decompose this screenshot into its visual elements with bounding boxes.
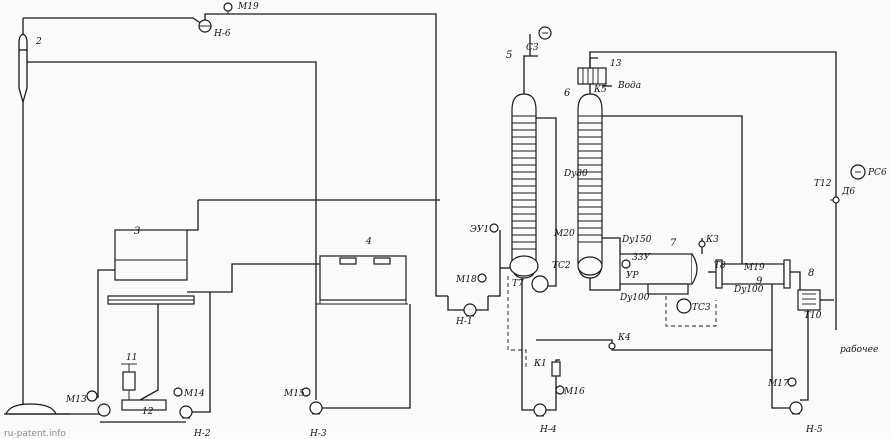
gauge-m18: [477, 273, 487, 283]
label-pump-n4: Н-4: [539, 425, 557, 435]
tank-4: [316, 255, 408, 305]
label-m20: М20: [553, 229, 575, 239]
label-m19: М19: [743, 263, 765, 273]
gauge-tc3: [676, 298, 692, 314]
label-pump-n5: Н-5: [805, 425, 823, 435]
label-k1: К1: [533, 359, 547, 369]
label-k4: К4: [617, 333, 631, 343]
pump-n3: [309, 401, 323, 415]
label-t8: Т8: [714, 261, 726, 271]
label-m14: М14: [183, 389, 205, 399]
label-pump-n1: Н-1: [455, 317, 473, 327]
label-zu1: ЭУ1: [470, 225, 489, 235]
label-c3: С3: [526, 43, 539, 53]
unit-12: [100, 399, 186, 423]
vessel-bottom-left: [4, 403, 70, 415]
label-dy150: Dy150: [621, 235, 652, 245]
label-eq-6: 6: [564, 88, 571, 99]
label-d6: Д6: [841, 187, 855, 197]
tank-3: [107, 229, 195, 305]
label-tc3: ТС3: [692, 303, 711, 313]
label-eq-12: 12: [142, 407, 154, 417]
label-pump-n3: Н-3: [309, 429, 327, 439]
label-k5: К5: [593, 85, 607, 95]
label-eq-8: 8: [808, 268, 814, 279]
label-pump-n2: Н-2: [193, 429, 211, 439]
label-eq-2: 2: [35, 37, 42, 47]
label-m19-top: М19: [237, 2, 259, 12]
label-v33: 33У: [632, 253, 651, 263]
gauge-m16: [555, 385, 565, 395]
pump-n2: [179, 405, 193, 419]
label-dy100b: Dy100: [733, 285, 764, 295]
gauge-c3: [538, 26, 552, 40]
gauge-m17: [787, 377, 797, 387]
label-eq-4: 4: [365, 237, 372, 247]
label-eq-5: 5: [506, 50, 512, 61]
condenser-13: [577, 67, 607, 85]
label-voda: Вода: [617, 81, 641, 91]
vessel-9: [715, 259, 791, 289]
gauge-m19-top: [223, 2, 233, 14]
label-m17: М17: [767, 379, 789, 389]
label-rab: рабочее: [840, 344, 878, 355]
gauge-m15: [301, 387, 311, 397]
label-pc6: РС6: [867, 168, 887, 178]
label-m15: М15: [283, 389, 305, 399]
pump-n6: [198, 19, 212, 33]
label-dy80: Dy80: [563, 169, 588, 179]
label-eq-11: 11: [126, 353, 137, 363]
gauge-t7: [531, 275, 549, 293]
label-dy100a: Dy100: [619, 293, 650, 303]
column-5-trays: [512, 115, 536, 250]
label-eq-13: 13: [610, 59, 622, 69]
gauge-pc6: [850, 164, 866, 180]
label-k3: К3: [705, 235, 719, 245]
label-tc2: ТС2: [552, 261, 571, 271]
label-m16: М16: [563, 387, 585, 397]
gauge-m13: [86, 390, 98, 402]
label-eq-7: 7: [670, 238, 677, 249]
pump-n5: [789, 401, 803, 415]
label-t7: Т7: [512, 279, 524, 289]
watermark: ru-patent.info: [4, 429, 66, 439]
cooler-8: [797, 289, 821, 311]
column-6-trays: [578, 115, 602, 243]
heat-exchanger-7: [619, 253, 698, 295]
label-vp: УР: [626, 271, 640, 281]
label-t12: Т12: [814, 179, 832, 189]
gauge-m14: [173, 387, 183, 397]
label-eq-9: 9: [756, 276, 763, 287]
label-pump-n6: Н-6: [213, 29, 231, 39]
gauge-zu1: [489, 223, 499, 233]
label-m13: М13: [65, 395, 87, 405]
label-m18: М18: [455, 275, 477, 285]
column-2: [18, 18, 28, 410]
label-eq-3: 3: [134, 226, 140, 237]
pump-n1: [463, 303, 477, 317]
label-t10: Т10: [804, 311, 822, 321]
pump-n4: [533, 403, 547, 417]
